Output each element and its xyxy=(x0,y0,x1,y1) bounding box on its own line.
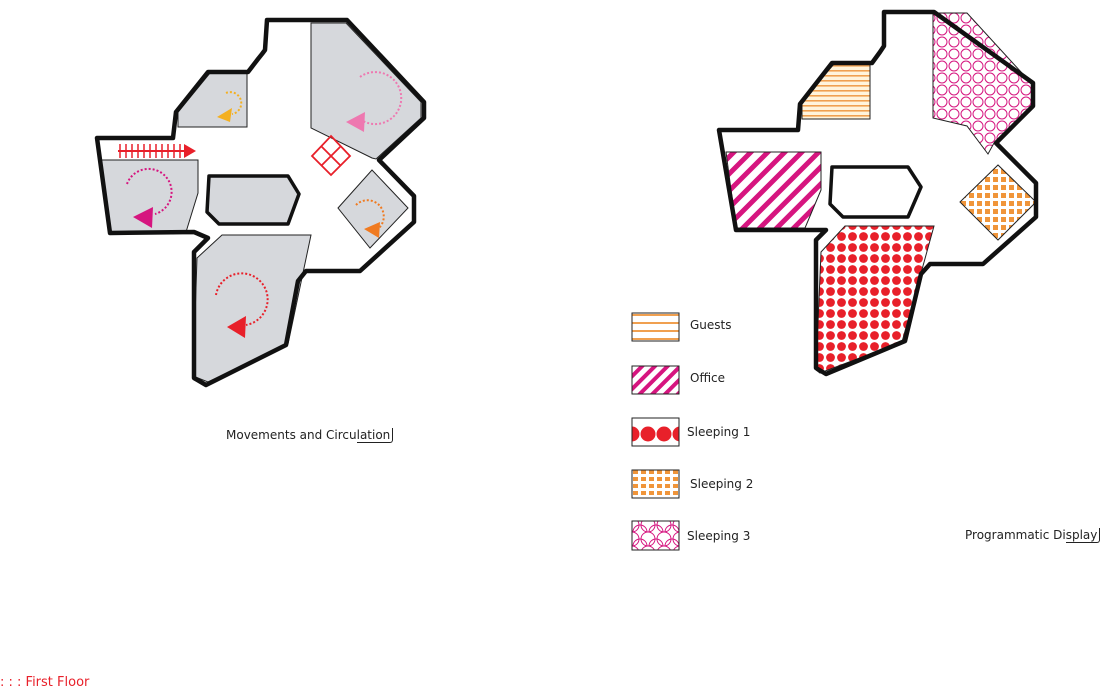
core-program xyxy=(828,165,923,219)
stair-icon xyxy=(118,144,196,158)
zone-sleeping-3 xyxy=(932,12,1033,155)
legend-swatch-office xyxy=(631,365,680,395)
room-top-right xyxy=(310,22,422,160)
floor-label: : : : First Floor xyxy=(0,675,90,690)
circulation-arrow-red xyxy=(215,272,269,338)
core xyxy=(205,174,301,226)
circulation-plan xyxy=(94,17,427,388)
zone-office xyxy=(725,151,822,229)
caption-movements-main: Movements and Circu xyxy=(226,428,357,442)
circulation-arrow-magenta xyxy=(126,167,173,228)
legend-label-office: Office xyxy=(690,371,726,385)
caption-programmatic: Programmatic Display xyxy=(965,528,1101,543)
caption-programmatic-tail: splay xyxy=(1065,528,1101,543)
legend-label-sleeping-3: Sleeping 3 xyxy=(687,529,751,543)
room-right xyxy=(337,169,409,249)
caption-movements: Movements and Circulation xyxy=(226,428,394,443)
program-plan xyxy=(716,9,1039,377)
legend-label-sleeping-2: Sleeping 2 xyxy=(690,477,754,491)
legend-swatch-sleeping-1 xyxy=(631,417,680,447)
circulation-arrow-orange xyxy=(355,199,385,238)
circulation-arrow-yellow xyxy=(217,91,243,122)
legend-swatch-sleeping-2 xyxy=(631,469,680,499)
outer-wall-program xyxy=(716,9,1039,377)
legend-swatch-guests xyxy=(631,312,680,342)
legend-swatch-sleeping-3 xyxy=(631,520,680,551)
outer-wall xyxy=(94,17,427,388)
legend-label-sleeping-1: Sleeping 1 xyxy=(687,425,751,439)
circulation-arrow-pink xyxy=(346,71,403,132)
elevator-icon xyxy=(310,134,352,177)
caption-programmatic-main: Programmatic Di xyxy=(965,528,1066,542)
legend xyxy=(631,312,680,551)
caption-movements-tail: lation xyxy=(356,428,394,443)
legend-label-guests: Guests xyxy=(690,318,732,332)
